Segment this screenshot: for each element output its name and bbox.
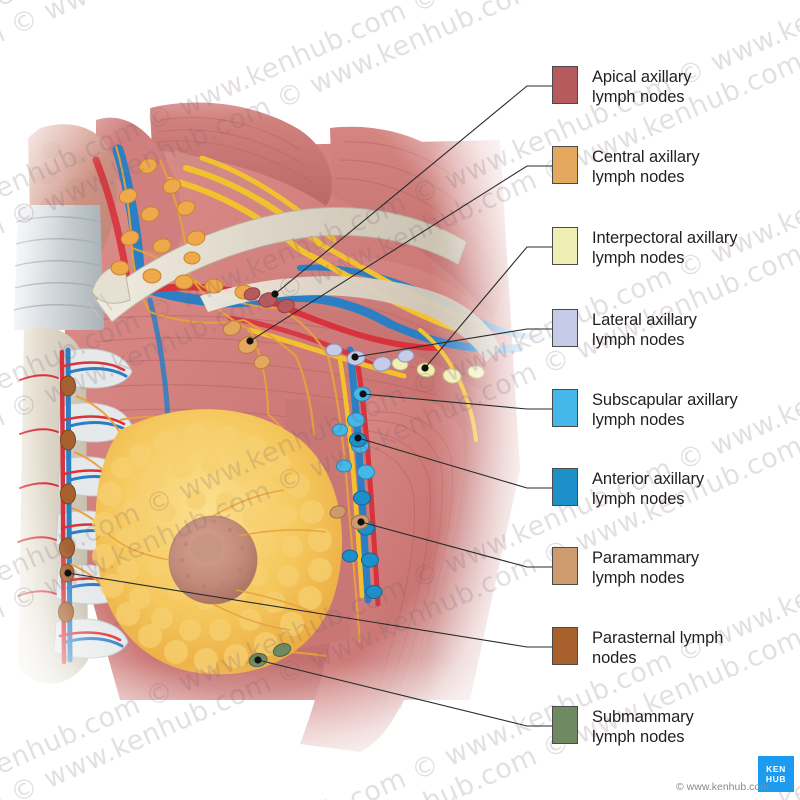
legend-swatch-lateral [552, 309, 578, 347]
anatomy-illustration [0, 0, 560, 800]
legend-swatch-submammary [552, 706, 578, 744]
legend-swatch-subscapular [552, 389, 578, 427]
legend-item-submammary[interactable]: Submammary lymph nodes [540, 706, 694, 747]
legend-swatch-apical [552, 66, 578, 104]
legend-swatch-parasternal [552, 627, 578, 665]
legend-label-subscapular: Subscapular axillary lymph nodes [592, 391, 738, 429]
legend-label-parasternal: Parasternal lymph nodes [592, 629, 724, 667]
legend-label-interpectoral: Interpectoral axillary lymph nodes [592, 229, 738, 267]
legend-item-apical[interactable]: Apical axillary lymph nodes [540, 66, 691, 107]
legend-item-subscapular[interactable]: Subscapular axillary lymph nodes [540, 389, 738, 430]
legend-item-parasternal[interactable]: Parasternal lymph nodes [540, 627, 723, 668]
legend-label-paramammary: Paramammary lymph nodes [592, 549, 700, 587]
copyright-text: © www.kenhub.com [676, 781, 769, 793]
legend-swatch-central [552, 146, 578, 184]
legend-swatch-anterior [552, 468, 578, 506]
legend-item-anterior[interactable]: Anterior axillary lymph nodes [540, 468, 704, 509]
kenhub-logo-line1: KEN [766, 764, 786, 774]
legend-label-lateral: Lateral axillary lymph nodes [592, 311, 697, 349]
legend-item-paramammary[interactable]: Paramammary lymph nodes [540, 547, 699, 588]
legend-label-submammary: Submammary lymph nodes [592, 708, 694, 746]
legend-label-apical: Apical axillary lymph nodes [592, 68, 692, 106]
kenhub-logo: KEN HUB [758, 756, 794, 792]
legend-item-interpectoral[interactable]: Interpectoral axillary lymph nodes [540, 227, 738, 268]
legend-item-central[interactable]: Central axillary lymph nodes [540, 146, 700, 187]
legend-swatch-interpectoral [552, 227, 578, 265]
legend-item-lateral[interactable]: Lateral axillary lymph nodes [540, 309, 697, 350]
legend-label-anterior: Anterior axillary lymph nodes [592, 470, 705, 508]
kenhub-logo-line2: HUB [765, 774, 787, 784]
legend-label-central: Central axillary lymph nodes [592, 148, 700, 186]
legend-swatch-paramammary [552, 547, 578, 585]
